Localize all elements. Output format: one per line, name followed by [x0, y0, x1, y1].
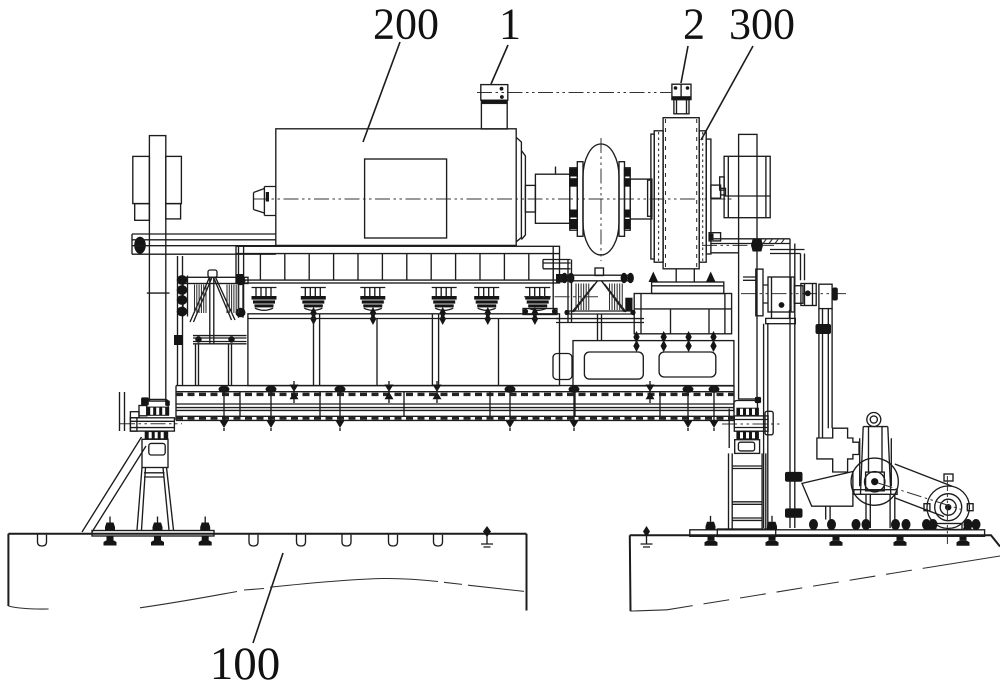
svg-text:1: 1	[499, 0, 521, 49]
svg-text:300: 300	[729, 0, 795, 49]
svg-text:200: 200	[373, 0, 439, 49]
svg-text:2: 2	[683, 0, 705, 49]
svg-text:100: 100	[210, 638, 281, 684]
